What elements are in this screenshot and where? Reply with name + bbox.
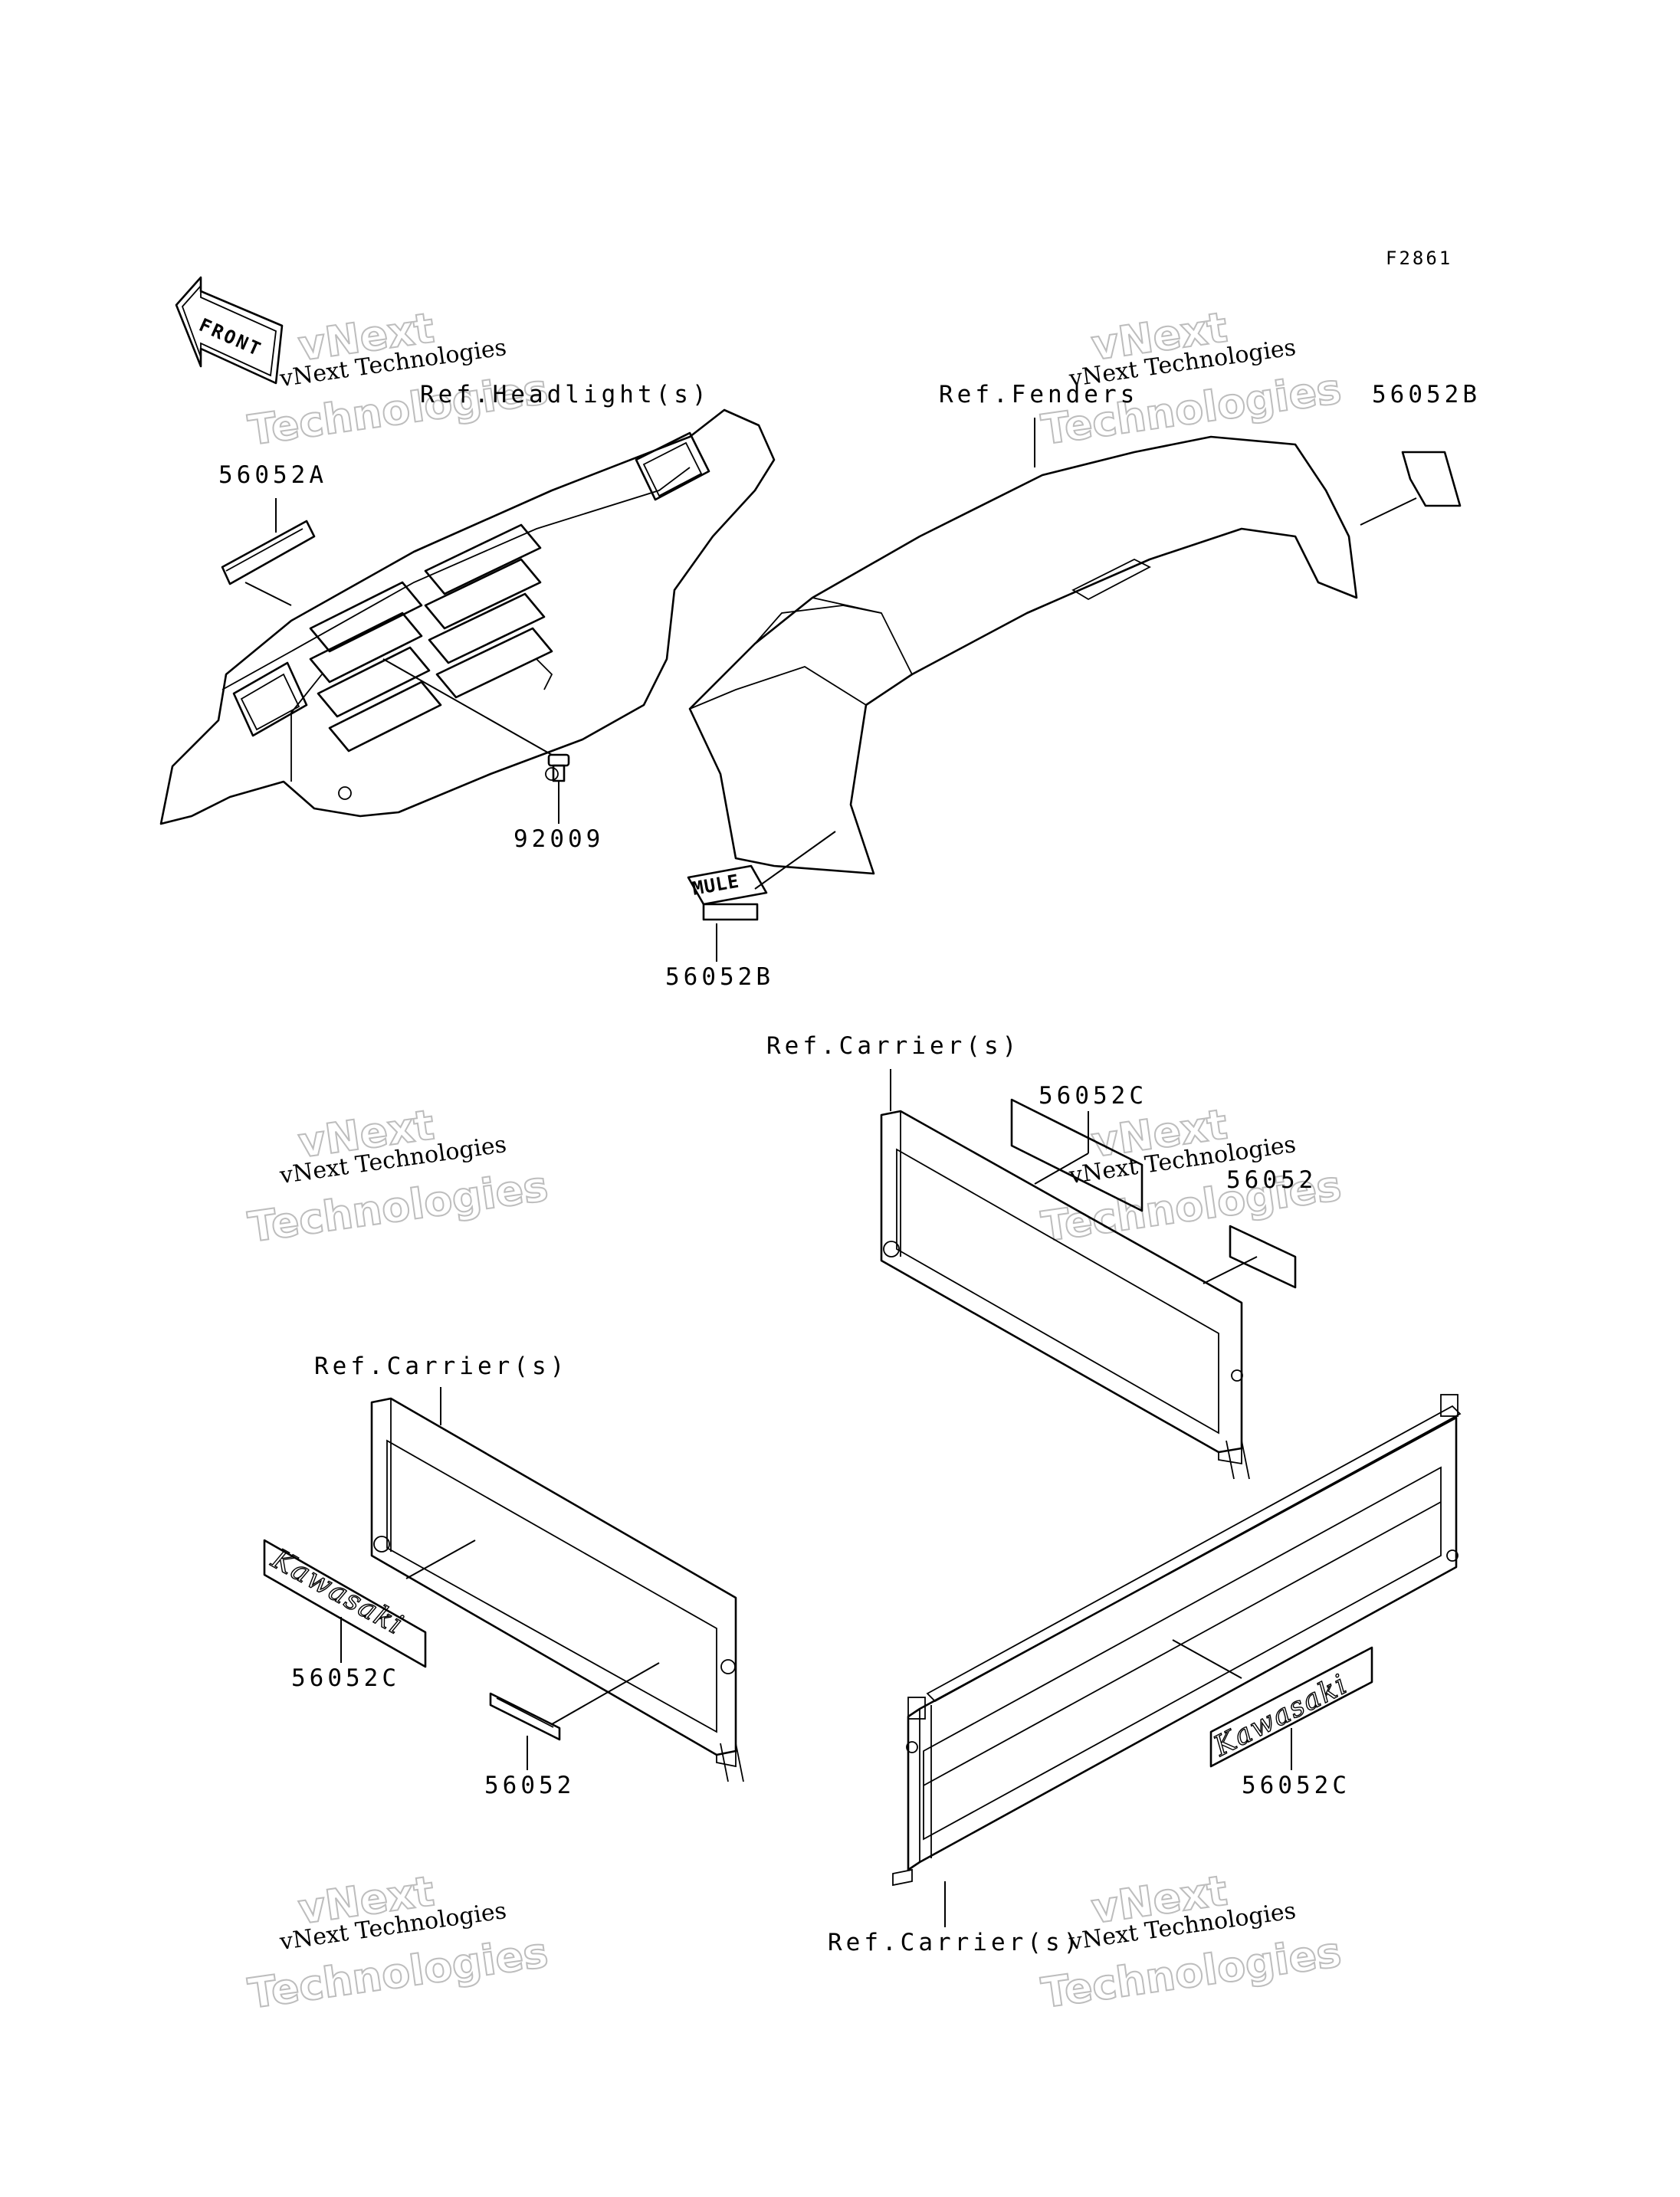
watermark-bottom-left: vNext vNext Technologies Technologies [244,1866,552,2018]
decal-56052-left [489,1692,561,1741]
leader-56052B-top [1360,497,1417,526]
decal-kawasaki-right: Kawasaki [1208,1646,1373,1768]
decal-56052-right [1229,1225,1297,1289]
leader-56052-right [1203,1256,1258,1284]
label-ref-carrier-top: Ref.Carrier(s) [766,1032,1020,1060]
fender-assembly [688,435,1358,875]
label-ref-carrier-bottom: Ref.Carrier(s) [828,1929,1081,1956]
label-56052B-top: 56052B [1372,381,1481,408]
bolt-92009-icon [547,753,570,782]
leader-92009-diag [382,658,553,756]
label-56052C-right: 56052C [1242,1772,1350,1799]
label-56052-right: 56052 [1226,1166,1317,1194]
carrier-panel-top-right [880,1110,1250,1480]
carrier-panel-left [370,1397,744,1782]
leader-carrier-left-inner [405,1540,476,1579]
figure-code: F2861 [1386,248,1452,269]
label-ref-headlight: Ref.Headlight(s) [420,381,710,408]
decal-56052B-top [1401,451,1462,507]
label-ref-fenders: Ref.Fenders [939,381,1138,408]
tailgate-bottom-right [892,1394,1462,1887]
kawasaki-right-text: Kawasaki [1209,1668,1354,1763]
kawasaki-left-text: Kawasaki [266,1543,409,1641]
front-grille-assembly [159,408,776,825]
leader-tailgate-inner [1172,1639,1242,1679]
leader-56052A-2 [244,582,292,606]
leader-56052B-mid-2 [754,831,836,890]
decal-56052A [221,520,316,585]
label-56052-left: 56052 [484,1772,575,1799]
watermark-top-left: vNext vNext Technologies Technologies [244,303,552,455]
label-ref-carrier-left: Ref.Carrier(s) [314,1353,568,1380]
leader-56052-left-2 [551,1662,660,1725]
decal-mule-badge: MULE [687,864,768,921]
decal-56052C-top [1010,1098,1144,1212]
label-56052A: 56052A [218,461,327,489]
label-56052C-left: 56052C [291,1664,400,1692]
front-arrow-icon: FRONT [175,276,284,385]
label-56052B-mid: 56052B [665,963,774,991]
watermark-mid-left: vNext vNext Technologies Technologies [244,1100,552,1252]
leader-56052C-top-2 [1034,1153,1089,1185]
label-92009: 92009 [514,825,604,853]
label-56052C-top: 56052C [1039,1082,1147,1110]
decal-kawasaki-left: Kawasaki [263,1539,427,1668]
watermark-top-right: vNext vNext Technologies Technologies [1038,302,1345,454]
